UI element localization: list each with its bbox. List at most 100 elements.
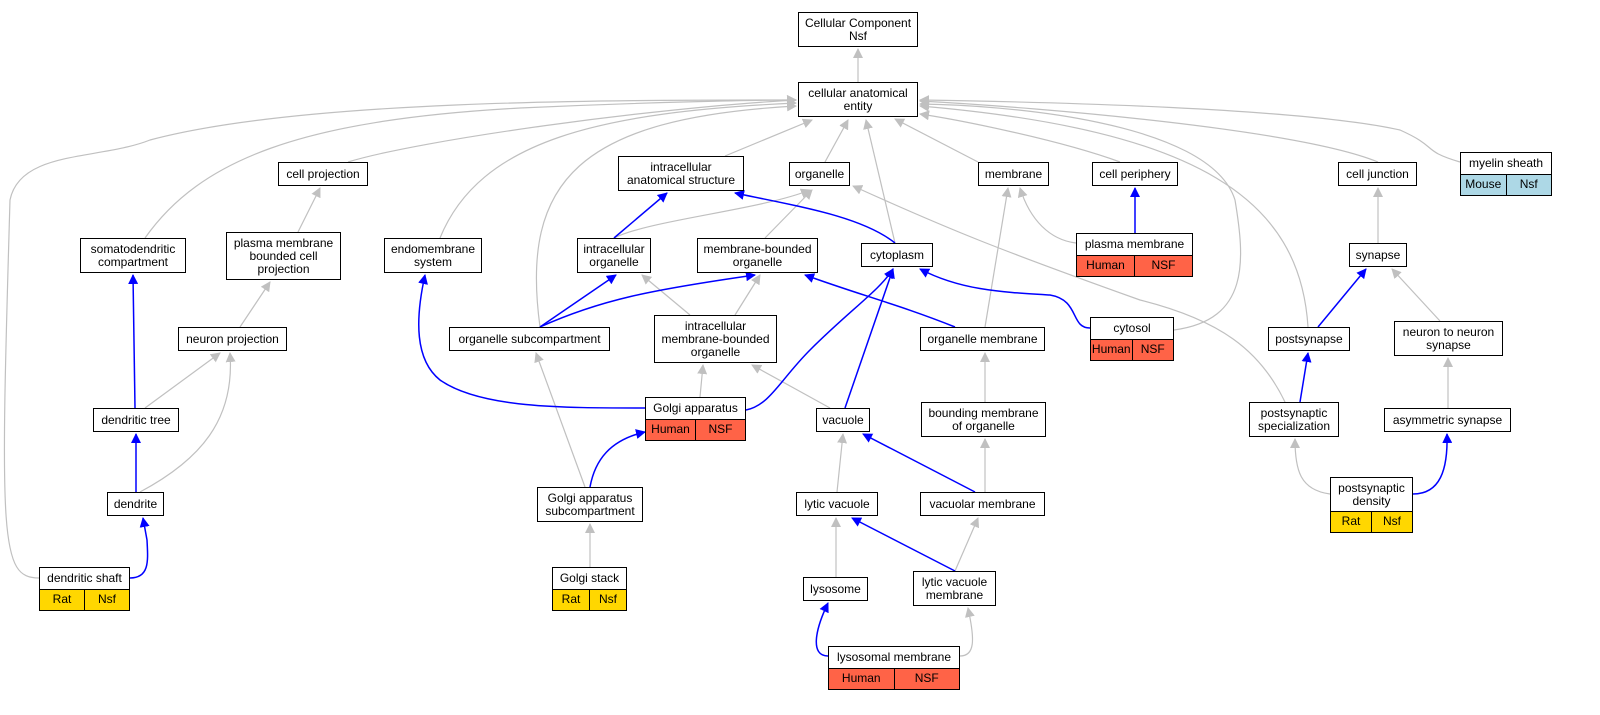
- edge-cytoplasm-cae: [863, 119, 896, 244]
- node-organelle[interactable]: organelle: [789, 162, 850, 186]
- edge-golgi-endomem: [418, 274, 646, 409]
- edge-imbo-mbo: [734, 274, 761, 316]
- node-dendritic-shaft[interactable]: dendritic shaft: [39, 567, 130, 590]
- node-cell-projection[interactable]: cell projection: [278, 162, 368, 186]
- edge-pss-organelle: [852, 185, 1286, 403]
- edge-pmbcp-cellproj: [297, 187, 321, 233]
- edge-vacuole-imbo: [751, 364, 831, 409]
- node-organelle-subcompartment[interactable]: organelle subcompartment: [449, 327, 610, 351]
- edge-orgmem-mbo: [804, 273, 956, 328]
- edge-lysomem-lysosome: [815, 602, 829, 657]
- edge-orgsub-mbo: [539, 271, 756, 328]
- node-organelle-membrane[interactable]: organelle membrane: [920, 327, 1045, 351]
- node-golgi-stack[interactable]: Golgi stack: [552, 567, 627, 590]
- node-golgi-apparatus[interactable]: Golgi apparatus: [645, 397, 746, 420]
- edge-dendshaft-cae: [3, 95, 797, 579]
- edge-postsynapse-synapse: [1317, 268, 1367, 328]
- edge-intorg-organelle: [613, 188, 811, 239]
- node-vacuolar-membrane[interactable]: vacuolar membrane: [920, 492, 1045, 516]
- node-cell-periphery[interactable]: cell periphery: [1092, 162, 1178, 186]
- node-cytoplasm[interactable]: cytoplasm: [861, 243, 933, 267]
- edge-lvm-vacmem: [954, 517, 980, 572]
- edge-dendtree-neuronproj: [144, 352, 221, 409]
- edge-pss-postsynapse: [1299, 352, 1312, 403]
- node-vacuole[interactable]: vacuole: [816, 408, 870, 432]
- edge-dendshaft-dendrite: [129, 517, 150, 579]
- node-cytosol[interactable]: cytosol: [1090, 317, 1174, 340]
- node-postsynapse[interactable]: postsynapse: [1268, 327, 1350, 351]
- node-synapse[interactable]: synapse: [1349, 243, 1407, 267]
- edge-lvm-lyticvac: [851, 517, 956, 572]
- edge-dendtree-somato: [128, 274, 139, 409]
- edge-cytosol-cytoplasm: [919, 268, 1091, 329]
- edge-lysomem-lvm: [959, 607, 975, 657]
- edge-orgmem-membrane: [984, 187, 1012, 328]
- edge-myelin-cae: [919, 95, 1461, 163]
- node-cell-junction[interactable]: cell junction: [1338, 162, 1417, 186]
- edge-n2n-synapse: [1391, 268, 1441, 322]
- edge-lyticvac-vacuole: [836, 433, 848, 493]
- edge-membrane-cae: [894, 118, 979, 163]
- edge-neuronproj-pmbcp: [239, 281, 271, 328]
- edge-golgisub-golgi: [589, 429, 646, 488]
- node-lysosome[interactable]: lysosome: [803, 577, 868, 601]
- edge-cytosol-cae: [919, 99, 1242, 331]
- edge-golgi-imbo: [697, 364, 708, 398]
- edge-cytoplasm-ias: [734, 190, 896, 244]
- edge-celljunc-cae: [919, 96, 1379, 163]
- node-myelin-sheath[interactable]: myelin sheath: [1460, 152, 1552, 175]
- edge-imbo-intorg: [641, 274, 691, 316]
- edge-intorg-ias: [613, 192, 668, 239]
- node-plasma-membrane[interactable]: plasma membrane: [1076, 233, 1193, 256]
- edge-organelle-cae: [824, 119, 849, 163]
- edge-cellperiph-cae: [919, 110, 1121, 163]
- edge-dendrite-neuronproj: [139, 352, 236, 493]
- edge-somato-cae: [144, 95, 797, 239]
- edge-orgsub-intorg: [539, 274, 617, 328]
- node-lytic-vacuole[interactable]: lytic vacuole: [796, 492, 878, 516]
- edge-psd-pss: [1290, 438, 1331, 495]
- node-membrane[interactable]: membrane: [978, 162, 1049, 186]
- edge-vacmem-vacuole: [862, 433, 976, 493]
- edge-plasmamem-membrane: [1017, 187, 1077, 244]
- edge-endomem-cae: [439, 98, 797, 239]
- edge-mbo-organelle: [764, 189, 813, 239]
- node-dendritic-tree[interactable]: dendritic tree: [93, 408, 179, 432]
- edge-psd-asymsyn: [1412, 433, 1453, 495]
- node-lysosomal-membrane[interactable]: lysosomal membrane: [828, 646, 960, 669]
- node-neuron-projection[interactable]: neuron projection: [178, 327, 287, 351]
- edge-cellproj-cae: [347, 95, 797, 163]
- edge-golgisub-orgsub: [534, 352, 586, 488]
- edge-vacuole-cytoplasm: [844, 268, 895, 409]
- edge-postsynapse-cae: [919, 101, 1309, 328]
- edge-orgsub-cae: [535, 101, 797, 328]
- node-asymmetric-synapse[interactable]: asymmetric synapse: [1384, 408, 1511, 432]
- edge-ias-cae: [724, 118, 813, 157]
- node-dendrite[interactable]: dendrite: [107, 492, 164, 516]
